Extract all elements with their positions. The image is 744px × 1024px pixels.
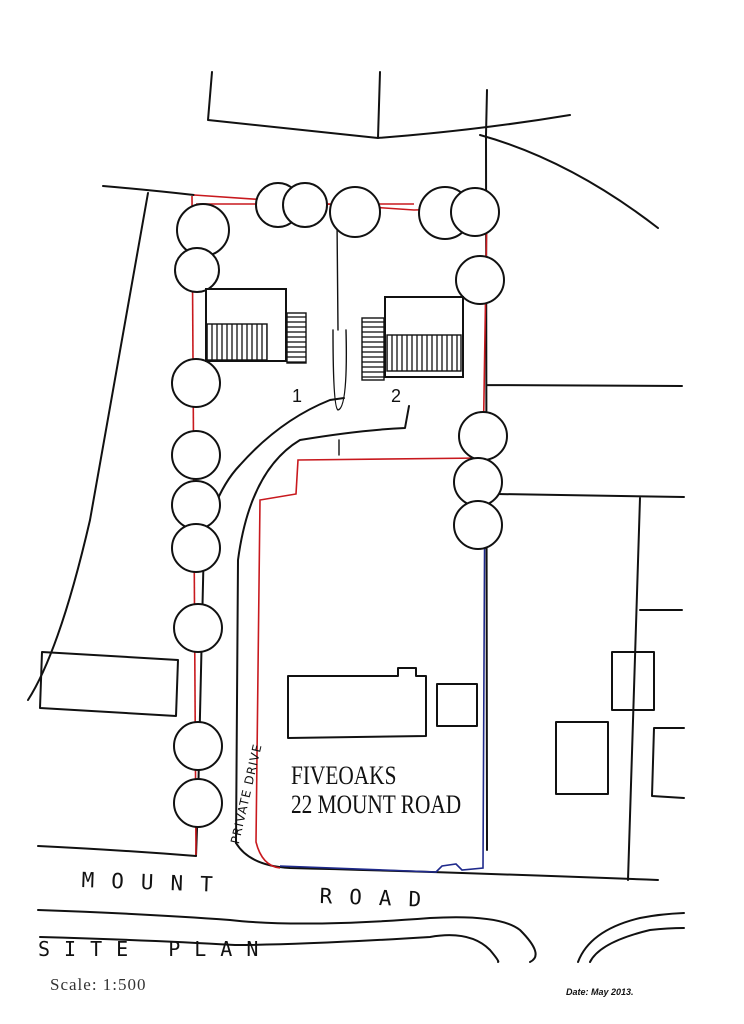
blue-ownership-boundary (279, 457, 486, 873)
house-plot-1 (205, 288, 307, 364)
road-name-part-1: MOUNT (81, 868, 231, 898)
scale-note: Scale: 1:500 (50, 975, 147, 994)
existing-buildings (39, 651, 685, 799)
plan-title: SITE PLAN (38, 937, 273, 961)
road-name-part-2: ROAD (319, 884, 439, 913)
shared-driveway (332, 219, 348, 456)
tree-group (171, 182, 508, 828)
property-address: 22 MOUNT ROAD (291, 790, 462, 819)
house-number-2: 2 (391, 386, 402, 406)
date-note: Date: May 2013. (566, 987, 634, 997)
house-number-1: 1 (292, 386, 303, 406)
property-name: FIVEOAKS (291, 761, 397, 790)
house-plot-2 (361, 296, 464, 381)
